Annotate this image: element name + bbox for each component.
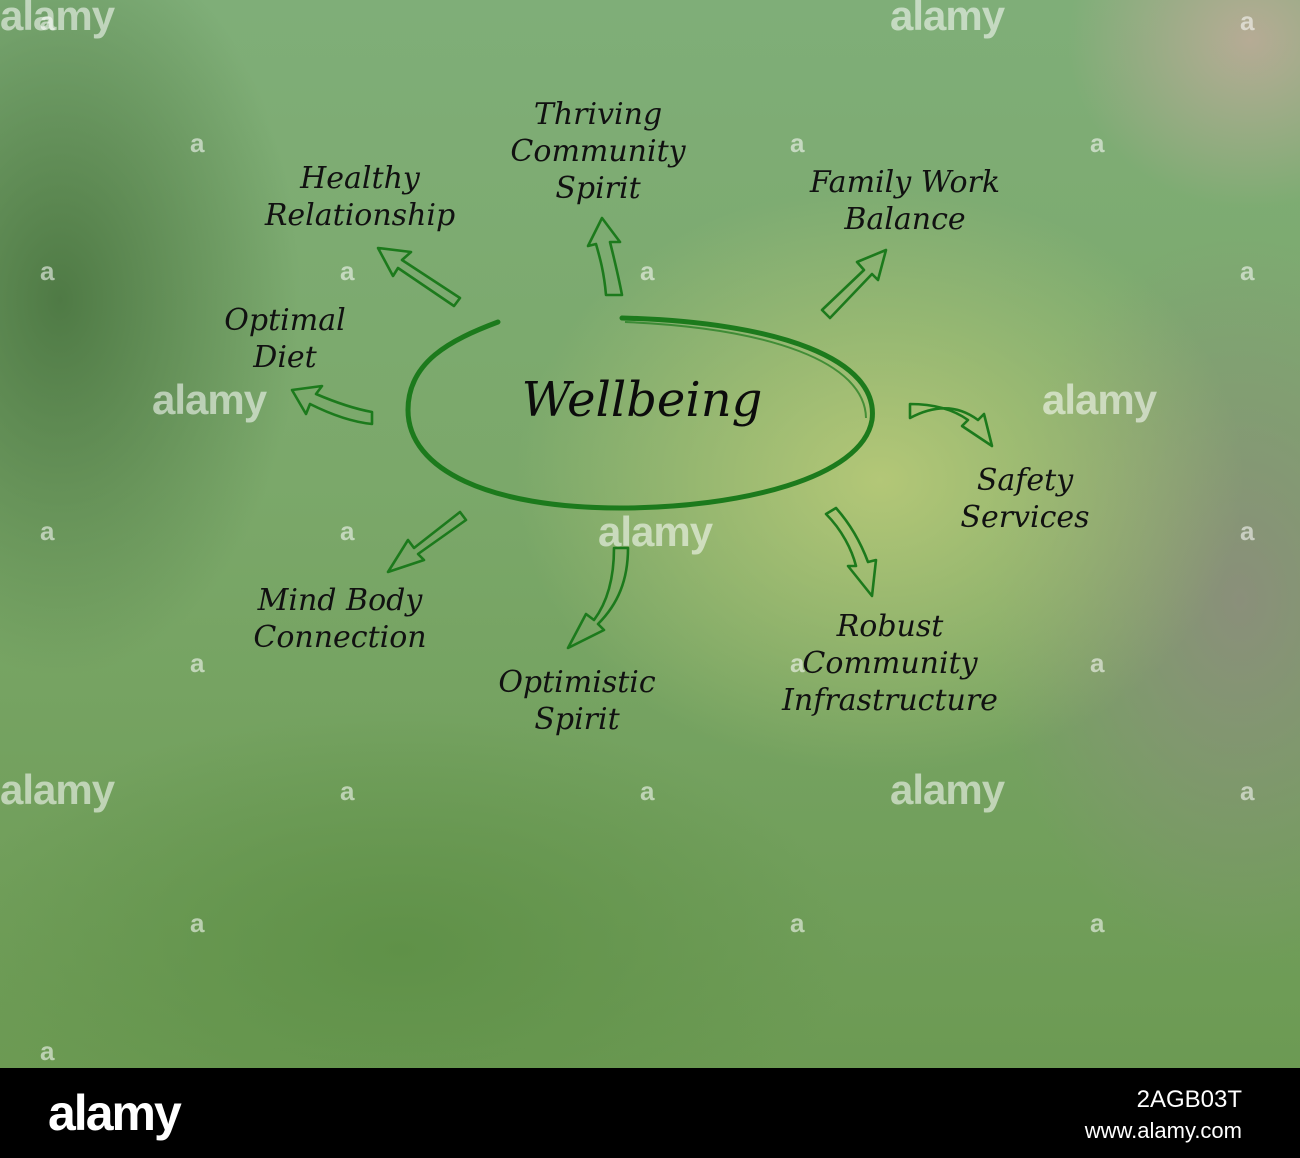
watermark-mark: a xyxy=(190,908,205,938)
arrow-healthy-relationship xyxy=(376,246,462,308)
footer-logo: alamy xyxy=(48,1085,182,1141)
node-optimistic-spirit: Optimistic Spirit xyxy=(498,665,656,737)
watermark-mark: a xyxy=(340,516,355,546)
arrow-thriving-community-spirit xyxy=(586,216,624,297)
arrow-robust-community-infrastructure xyxy=(824,506,878,598)
watermark-mark: a xyxy=(340,256,355,286)
watermark-mark: a xyxy=(40,6,55,36)
watermark-mark: a xyxy=(640,256,655,286)
watermark-word: alamy xyxy=(0,766,115,813)
node-family-work-balance: Family Work Balance xyxy=(809,165,1001,237)
center-ellipse xyxy=(405,315,875,511)
watermark-mark: a xyxy=(1240,256,1255,286)
arrow-safety-services xyxy=(908,402,994,448)
watermark-mark: a xyxy=(790,648,805,678)
node-robust-community-infrastructure: Robust Community Infrastructure xyxy=(782,609,998,718)
node-thriving-community-spirit: Thriving Community Spirit xyxy=(510,97,686,206)
arrow-optimal-diet xyxy=(290,384,374,426)
arrow-optimistic-spirit xyxy=(566,546,630,650)
watermark-mark: a xyxy=(1090,648,1105,678)
watermark-mark: a xyxy=(640,776,655,806)
center-label: Wellbeing xyxy=(521,372,763,428)
watermark-mark: a xyxy=(790,908,805,938)
watermark-mark: a xyxy=(340,776,355,806)
watermark-word: alamy xyxy=(890,0,1005,39)
watermark-word: alamy xyxy=(1042,376,1157,423)
watermark-mark: a xyxy=(1090,908,1105,938)
watermark-mark: a xyxy=(40,1036,55,1066)
watermark-mark: a xyxy=(40,516,55,546)
node-healthy-relationship: Healthy Relationship xyxy=(264,161,456,233)
watermark-word: alamy xyxy=(890,766,1005,813)
watermark-word: alamy xyxy=(152,376,267,423)
watermark-mark: a xyxy=(40,256,55,286)
watermark-mark: a xyxy=(1240,776,1255,806)
node-mind-body-connection: Mind Body Connection xyxy=(253,583,427,655)
image-id: 2AGB03T xyxy=(1136,1086,1242,1113)
diagram-arrows xyxy=(290,216,994,650)
node-safety-services: Safety Services xyxy=(960,463,1090,535)
watermark-mark: a xyxy=(1240,516,1255,546)
arrow-family-work-balance xyxy=(820,248,888,320)
watermark-word: alamy xyxy=(0,0,115,39)
watermark-mark: a xyxy=(1090,128,1105,158)
watermark-mark: a xyxy=(790,128,805,158)
arrow-mind-body-connection xyxy=(386,510,468,574)
watermark-mark: a xyxy=(190,648,205,678)
footer-url: www.alamy.com xyxy=(1084,1118,1242,1143)
footer-bar: alamy 2AGB03T www.alamy.com xyxy=(0,1068,1300,1158)
watermark-mark: a xyxy=(190,128,205,158)
node-optimal-diet: Optimal Diet xyxy=(224,303,346,375)
watermark-mark: a xyxy=(1240,6,1255,36)
